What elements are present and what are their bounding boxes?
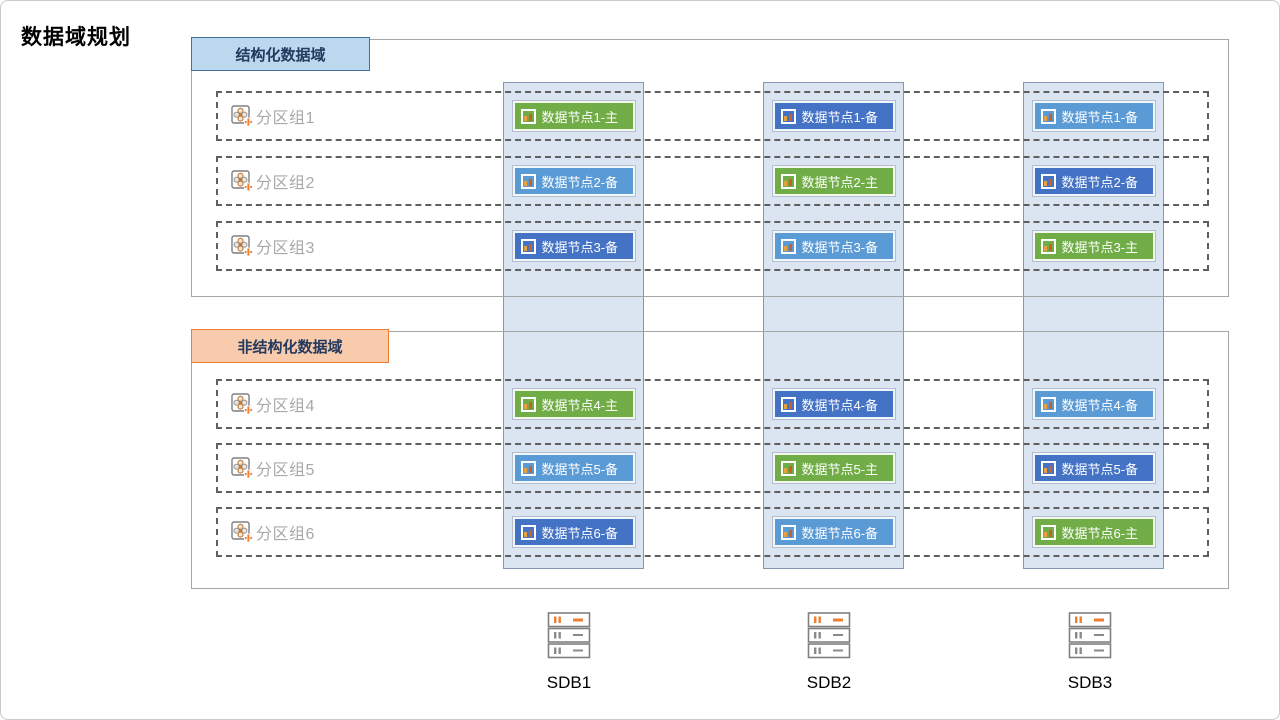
database-node-icon <box>520 460 536 476</box>
sdb-column-1 <box>503 82 644 569</box>
database-node-icon <box>1040 173 1056 189</box>
data-node-label: 数据节点6-备 <box>801 525 879 541</box>
partition-group-add-icon <box>231 457 253 479</box>
sdb-column-2 <box>763 82 904 569</box>
data-node-chip: 数据节点2-备 <box>512 166 635 196</box>
data-node-label: 数据节点1-备 <box>801 109 879 125</box>
data-node-chip: 数据节点1-备 <box>1032 101 1155 131</box>
partition-group-row: 分区组1 <box>216 91 1209 141</box>
data-node-chip: 数据节点4-备 <box>772 389 895 419</box>
data-node-chip: 数据节点5-主 <box>772 453 895 483</box>
data-node-chip: 数据节点5-备 <box>1032 453 1155 483</box>
database-node-icon <box>520 173 536 189</box>
database-node-icon <box>1040 460 1056 476</box>
data-node-label: 数据节点2-备 <box>1061 174 1139 190</box>
database-node-icon <box>520 396 536 412</box>
server-sdb2: SDB2 <box>789 611 869 693</box>
partition-group-row: 分区组3 <box>216 221 1209 271</box>
data-node-chip: 数据节点3-主 <box>1032 231 1155 261</box>
database-node-icon <box>780 460 796 476</box>
domain-box-unstructured <box>191 331 1229 589</box>
data-node-chip: 数据节点2-主 <box>772 166 895 196</box>
data-node-label: 数据节点1-备 <box>1061 109 1139 125</box>
partition-group-add-icon <box>231 521 253 543</box>
server-label: SDB2 <box>806 673 852 692</box>
server-sdb3: SDB3 <box>1050 611 1130 693</box>
partition-group-label: 分区组5 <box>256 462 315 479</box>
database-node-icon <box>780 524 796 540</box>
partition-group-add-icon <box>231 393 253 415</box>
domain-label-unstructured: 非结构化数据域 <box>191 329 389 363</box>
partition-group-add-icon <box>231 235 253 257</box>
partition-group-label: 分区组2 <box>256 175 315 192</box>
domain-box-structured <box>191 39 1229 297</box>
database-node-icon <box>1040 396 1056 412</box>
data-node-label: 数据节点5-备 <box>541 461 619 477</box>
partition-group-add-icon <box>231 105 253 127</box>
data-node-chip: 数据节点4-主 <box>512 389 635 419</box>
data-node-label: 数据节点6-备 <box>541 525 619 541</box>
page-title: 数据域规划 <box>21 26 131 49</box>
database-node-icon <box>1040 108 1056 124</box>
partition-group-label: 分区组1 <box>256 110 315 127</box>
partition-group-label: 分区组3 <box>256 240 315 257</box>
data-node-chip: 数据节点6-主 <box>1032 517 1155 547</box>
server-rack-icon <box>1068 612 1112 659</box>
database-node-icon <box>780 108 796 124</box>
server-rack-icon <box>547 612 591 659</box>
partition-group-add-icon <box>231 170 253 192</box>
server-label: SDB1 <box>546 673 592 692</box>
database-node-icon <box>780 238 796 254</box>
data-node-chip: 数据节点6-备 <box>772 517 895 547</box>
data-node-label: 数据节点4-主 <box>541 397 619 413</box>
data-node-label: 数据节点6-主 <box>1061 525 1139 541</box>
data-node-label: 数据节点1-主 <box>541 109 619 125</box>
data-node-label: 数据节点2-备 <box>541 174 619 190</box>
database-node-icon <box>1040 524 1056 540</box>
server-rack-icon <box>807 612 851 659</box>
database-node-icon <box>520 524 536 540</box>
data-node-label: 数据节点2-主 <box>801 174 879 190</box>
partition-group-row: 分区组6 <box>216 507 1209 557</box>
server-sdb1: SDB1 <box>529 611 609 693</box>
data-node-label: 数据节点3-备 <box>801 239 879 255</box>
database-node-icon <box>1040 238 1056 254</box>
partition-group-row: 分区组4 <box>216 379 1209 429</box>
data-node-chip: 数据节点1-备 <box>772 101 895 131</box>
database-node-icon <box>520 108 536 124</box>
partition-group-label: 分区组4 <box>256 398 315 415</box>
data-node-chip: 数据节点1-主 <box>512 101 635 131</box>
data-node-label: 数据节点3-备 <box>541 239 619 255</box>
sdb-column-3 <box>1023 82 1164 569</box>
data-node-chip: 数据节点6-备 <box>512 517 635 547</box>
data-node-label: 数据节点5-主 <box>801 461 879 477</box>
database-node-icon <box>780 173 796 189</box>
partition-group-row: 分区组2 <box>216 156 1209 206</box>
data-node-chip: 数据节点3-备 <box>512 231 635 261</box>
database-node-icon <box>520 238 536 254</box>
data-node-label: 数据节点3-主 <box>1061 239 1139 255</box>
domain-label-structured: 结构化数据域 <box>191 37 370 71</box>
data-node-chip: 数据节点2-备 <box>1032 166 1155 196</box>
data-node-chip: 数据节点4-备 <box>1032 389 1155 419</box>
data-node-chip: 数据节点5-备 <box>512 453 635 483</box>
data-node-label: 数据节点4-备 <box>1061 397 1139 413</box>
data-node-label: 数据节点4-备 <box>801 397 879 413</box>
data-node-chip: 数据节点3-备 <box>772 231 895 261</box>
server-label: SDB3 <box>1067 673 1113 692</box>
partition-group-row: 分区组5 <box>216 443 1209 493</box>
partition-group-label: 分区组6 <box>256 526 315 543</box>
database-node-icon <box>780 396 796 412</box>
data-node-label: 数据节点5-备 <box>1061 461 1139 477</box>
